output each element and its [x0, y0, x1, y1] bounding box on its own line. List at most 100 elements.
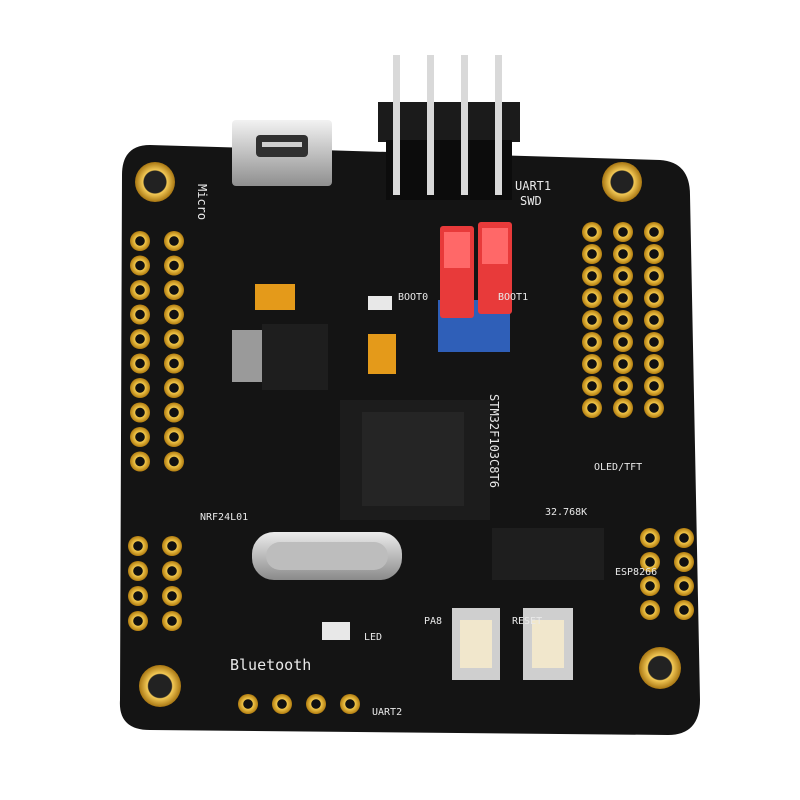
reset-label: RESET [512, 616, 542, 627]
header-pin-pad [128, 536, 148, 556]
nrf-label: NRF24L01 [200, 512, 248, 523]
header-pin-pad [613, 376, 633, 396]
bluetooth-label: Bluetooth [230, 656, 311, 674]
header-pin-pad [130, 304, 150, 325]
header-pin-pad [128, 561, 148, 581]
mount-hole-br [639, 647, 681, 689]
header-pin-pad [130, 451, 150, 472]
led-d2 [322, 622, 350, 640]
pa8-button [452, 608, 500, 680]
header-pin-pad [164, 353, 184, 374]
header-pin-pad [613, 266, 633, 286]
tantalum-cap-1 [255, 284, 295, 310]
micro-usb-connector [232, 120, 332, 186]
mcu-label: STM32F103C8T6 [487, 394, 501, 488]
header-pin-pad [582, 310, 602, 330]
header-pin-pad [644, 288, 664, 308]
header-pin-pad [644, 310, 664, 330]
header-pin-pad [582, 376, 602, 396]
header-pin-pad [130, 231, 150, 251]
header-pin-pad [613, 288, 633, 308]
header-pin-pad [674, 600, 694, 620]
header-pin-pad [582, 244, 602, 264]
header-pin-pad [162, 561, 182, 581]
boot1-label: BOOT1 [498, 292, 528, 303]
header-pin-pad [613, 222, 633, 242]
reset-button [523, 608, 573, 680]
header-pin-pad [640, 552, 660, 572]
led-label: LED [364, 632, 382, 643]
header-pin-pad [238, 694, 258, 714]
header-pin-pad [164, 231, 184, 251]
header-pin-pad [130, 427, 150, 447]
header-pin-pad [644, 222, 664, 242]
tantalum-cap-2 [368, 334, 396, 374]
header-pin-pad [130, 255, 150, 276]
led-d1 [368, 296, 392, 310]
header-pin-pad [128, 611, 148, 631]
header-pin-pad [164, 378, 184, 398]
usb-label: Micro [195, 184, 209, 220]
esp-label: ESP8266 [615, 567, 657, 578]
header-pin-pad [164, 402, 184, 423]
header-pin-pad [582, 332, 602, 352]
header-pin-pad [613, 244, 633, 264]
header-pin-pad [674, 552, 694, 572]
header-pin-pad [164, 329, 184, 349]
crystal-oscillator [252, 532, 402, 580]
left-gpio-header [130, 231, 184, 472]
header-pin-pad [130, 378, 150, 398]
boot-jumpers [438, 222, 512, 352]
voltage-regulator [232, 324, 328, 390]
header-pin-pad [164, 451, 184, 472]
header-pin-pad [674, 576, 694, 596]
header-pin-pad [272, 694, 292, 714]
header-pin-pad [640, 576, 660, 596]
header-pin-pad [644, 332, 664, 352]
swd-label: SWD [520, 194, 542, 208]
pa8-label: PA8 [424, 616, 442, 627]
header-pin-pad [644, 376, 664, 396]
header-pin-pad [162, 536, 182, 556]
header-pin-pad [128, 586, 148, 606]
header-pin-pad [162, 611, 182, 631]
header-pin-pad [613, 310, 633, 330]
mount-hole-tl [135, 162, 175, 202]
header-pin-pad [582, 266, 602, 286]
swd-pin-header [378, 55, 520, 200]
header-pin-pad [613, 354, 633, 374]
right-gpio-header [582, 222, 664, 418]
oled-label: OLED/TFT [594, 462, 642, 473]
crystal-label: 32.768K [545, 507, 587, 518]
rtc-crystal-package [492, 528, 604, 580]
stm32-mcu-chip [340, 400, 490, 520]
header-pin-pad [582, 288, 602, 308]
mounting-holes [135, 162, 681, 707]
header-pin-pad [306, 694, 326, 714]
header-pin-pad [130, 402, 150, 423]
header-pin-pad [644, 398, 664, 418]
header-pin-pad [582, 222, 602, 242]
header-pin-pad [644, 244, 664, 264]
header-pin-pad [674, 528, 694, 548]
header-pin-pad [644, 266, 664, 286]
mount-hole-tr [602, 162, 642, 202]
header-pin-pad [640, 600, 660, 620]
header-pin-pad [340, 694, 360, 714]
header-pin-pad [130, 329, 150, 349]
header-pin-pad [130, 280, 150, 300]
header-pin-pad [164, 280, 184, 300]
uart1-label: UART1 [515, 179, 551, 193]
uart2-label: UART2 [372, 707, 402, 718]
header-pin-pad [640, 528, 660, 548]
header-pin-pad [162, 586, 182, 606]
boot0-label: BOOT0 [398, 292, 428, 303]
header-pin-pad [644, 354, 664, 374]
header-pin-pad [582, 354, 602, 374]
mount-hole-bl [139, 665, 181, 707]
header-pin-pad [164, 304, 184, 325]
header-pin-pad [164, 427, 184, 447]
header-pin-pad [164, 255, 184, 276]
esp8266-header [640, 528, 694, 620]
